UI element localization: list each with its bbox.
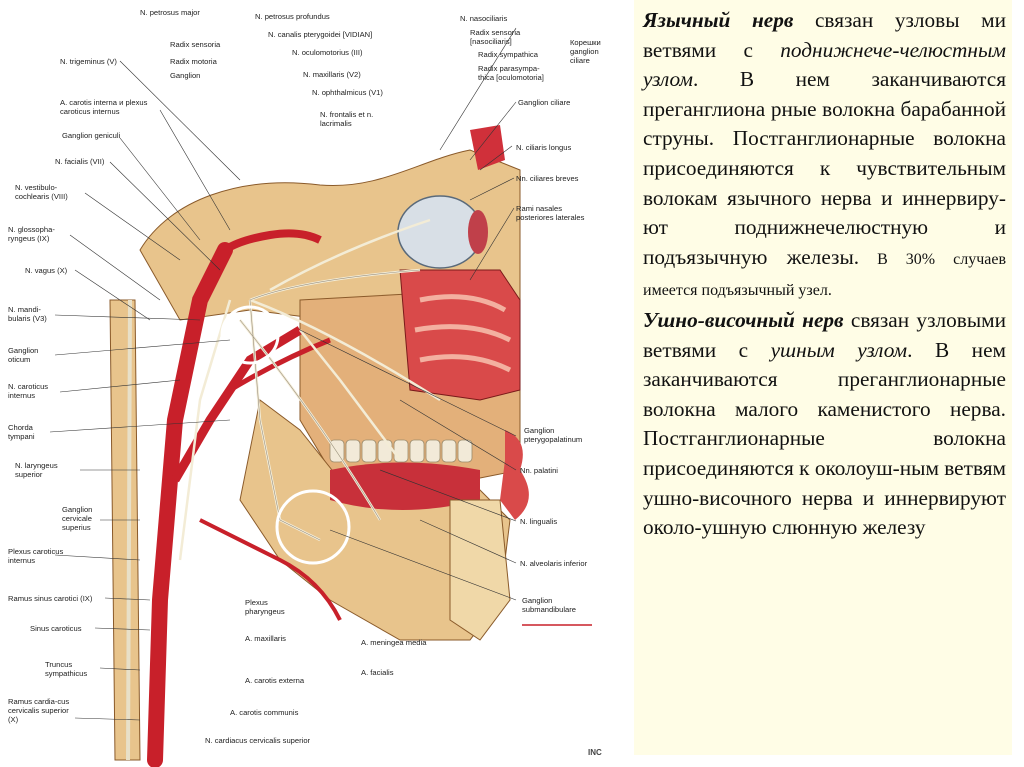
label-koreshki-ganglion-ciliare: Корешки ganglion ciliare [570,38,601,65]
label-n-canalis-pterygoidei: N. canalis pterygoidei [VIDIAN] [268,30,373,39]
label-carotis-interna: A. carotis interna и plexus caroticus in… [60,98,148,116]
label-n-nasociliaris: N. nasociliaris [460,14,508,23]
mandible-section [449,499,511,641]
teeth-upper [329,439,473,463]
label-plexus-pharyngeus: Plexus pharyngeus [245,598,285,616]
anatomy-illustration: INC N. trigeminus (V) A. carotis interna… [8,8,602,767]
otic-ganglion-term: ушным узлом [770,337,908,362]
label-radix-sensoria: Radix sensoria [170,40,221,49]
carotis-communis [147,242,233,767]
ganglion-submandibulare-highlight [275,489,351,565]
head-nerves-drawing: INC [49,27,602,767]
ganglion-oticum-highlight [220,305,280,365]
nerve-outlines [239,269,421,541]
auriculotemporal-text-a: связан узловыми ветвями с [643,307,1007,362]
label-truncus-sympathicus: Truncus sympathicus [45,660,88,678]
auriculotemporal-nerve-paragraph: Ушно-височный нерв связан узловыми ветвя… [643,306,1006,543]
truncus-sympathicus [126,299,132,761]
label-radix-motoria: Radix motoria [170,57,217,66]
label-radix-sensoria-nasociliaris: Radix sensoria [nasociliaris] [470,28,521,46]
label-nn-ciliares-breves: Nn. ciliares breves [516,174,579,183]
label-ramus-sinus-carotici: Ramus sinus carotici (IX) [8,594,93,603]
label-n-vagus: N. vagus (X) [25,266,68,275]
label-ganglion-geniculi: Ganglion geniculi [62,131,121,140]
label-n-vestibulocochlearis: N. vestibulo-cochlearis (VIII) [15,183,68,201]
label-n-mandibularis: N. mandi-bularis (V3) [8,305,47,323]
label-a-facialis: A. facialis [361,668,394,677]
label-sinus-caroticus: Sinus caroticus [30,624,82,633]
auriculotemporal-text-b: . В нем заканчиваются преганглионарные в… [643,337,1006,540]
label-radix-sympathica: Radix sympathica [478,50,538,59]
carotis-interna-upper [222,229,322,254]
sublingual-ganglion-note: В 30% случаев имеется подъязычный узел. [643,250,1007,300]
label-rami-nasales: Rami nasales posteriores laterales [516,204,585,222]
a-maxillaris [228,337,331,393]
label-n-maxillaris: N. maxillaris (V2) [303,70,361,79]
eye-cornea [468,210,488,254]
watermark-text: INC [588,748,602,757]
lingual-nerve-paragraph: Язычный нерв связан узловы ми ветвями с … [643,6,1006,306]
auriculotemporal-nerve-title: Ушно-височный нерв [643,307,844,332]
label-n-petrosus-major: N. petrosus major [140,8,200,17]
label-n-glossopharyngeus: N. glossopha-ryngeus (IX) [8,225,55,243]
label-radix-parasympathica: Radix parasympa-thica [oculomotoria] [478,64,544,82]
label-n-facialis: N. facialis (VII) [55,157,105,166]
label-a-carotis-externa: A. carotis externa [245,676,305,685]
label-n-laryngeus-superior: N. laryngeus superior [15,461,58,479]
orbit-roof-red [470,125,505,170]
nasal-conchae [414,294,512,373]
text-panel: Язычный нерв связан узловы ми ветвями с … [634,0,1012,755]
lingual-text-a: связан узловы ми ветвями с [643,8,1006,62]
submandibular-ganglion-term: поднижнече-челюстным узлом [643,37,1006,92]
label-n-trigeminus: N. trigeminus (V) [60,57,117,66]
label-n-frontalis: N. frontalis et n. lacrimalis [320,110,374,128]
label-n-ciliaris-longus: N. ciliaris longus [516,143,572,152]
label-a-carotis-communis: A. carotis communis [230,708,299,717]
label-chorda-tympani: Chorda tympani [8,423,35,441]
label-n-oculomotorius: N. oculomotorius (III) [292,48,363,57]
lingual-text-b: . В нем заканчиваются преганглиона рные … [643,67,1006,269]
lingual-nerve-title: Язычный нерв [643,8,794,32]
label-ganglion-cervicale-superius: Ganglion cervicale superius [62,505,93,532]
label-nn-palatini: Nn. palatini [520,466,558,475]
label-ramus-cardiacus: Ramus cardia-cus cervicalis superior (X) [8,697,70,724]
label-ganglion-pterygopalatinum: Ganglion pterygopalatinum [524,426,583,444]
label-a-meningea-media: A. meningea media [361,638,427,647]
leader-lines [49,27,517,721]
label-plexus-caroticus-internus: Plexus caroticus internus [8,547,64,565]
label-n-petrosus-profundus: N. petrosus profundus [255,12,330,21]
label-a-maxillaris: A. maxillaris [245,634,286,643]
label-n-alveolaris-inferior: N. alveolaris inferior [520,559,588,568]
label-n-lingualis: N. lingualis [520,517,558,526]
vertebral-column [109,299,141,761]
label-ganglion: Ganglion [170,71,201,80]
label-n-ophthalmicus: N. ophthalmicus (V1) [312,88,383,97]
label-ganglion-oticum: Ganglion oticum [8,346,39,364]
label-ganglion-ciliare: Ganglion ciliare [518,98,571,107]
label-ganglion-submandibulare: Ganglion submandibulare [522,596,577,614]
lips [500,430,529,520]
label-n-cardiacus: N. cardiacus cervicalis superior [205,736,311,745]
a-facialis [199,518,342,621]
label-n-caroticus-internus: N. caroticus internus [8,382,49,400]
